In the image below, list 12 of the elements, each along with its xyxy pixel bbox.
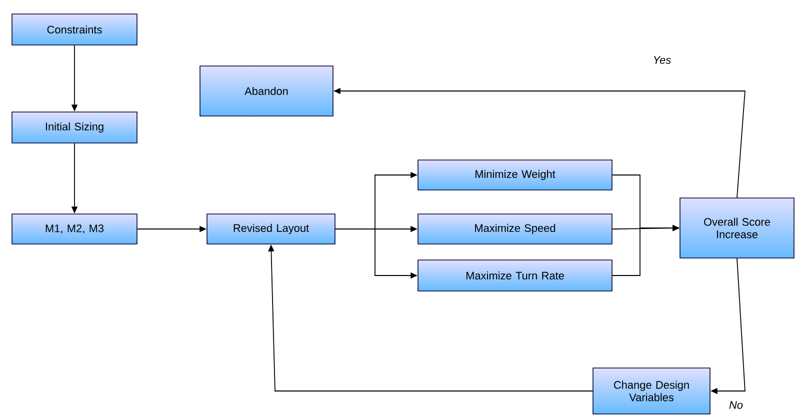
- process-box: Minimize Weight: [418, 160, 612, 190]
- process-box: Revised Layout: [206, 214, 336, 244]
- edge-label: Yes: [652, 55, 672, 65]
- process-box: M1, M2, M3: [12, 214, 138, 244]
- edge-label: No: [728, 400, 744, 410]
- process-box: Abandon: [200, 66, 334, 116]
- process-box: Change Design Variables: [592, 368, 710, 414]
- process-box: Maximize Speed: [418, 214, 612, 244]
- process-box: Overall Score Increase: [680, 198, 794, 258]
- process-box: Constraints: [12, 14, 138, 46]
- process-box: Initial Sizing: [12, 112, 138, 144]
- process-box: Maximize Turn Rate: [418, 260, 612, 292]
